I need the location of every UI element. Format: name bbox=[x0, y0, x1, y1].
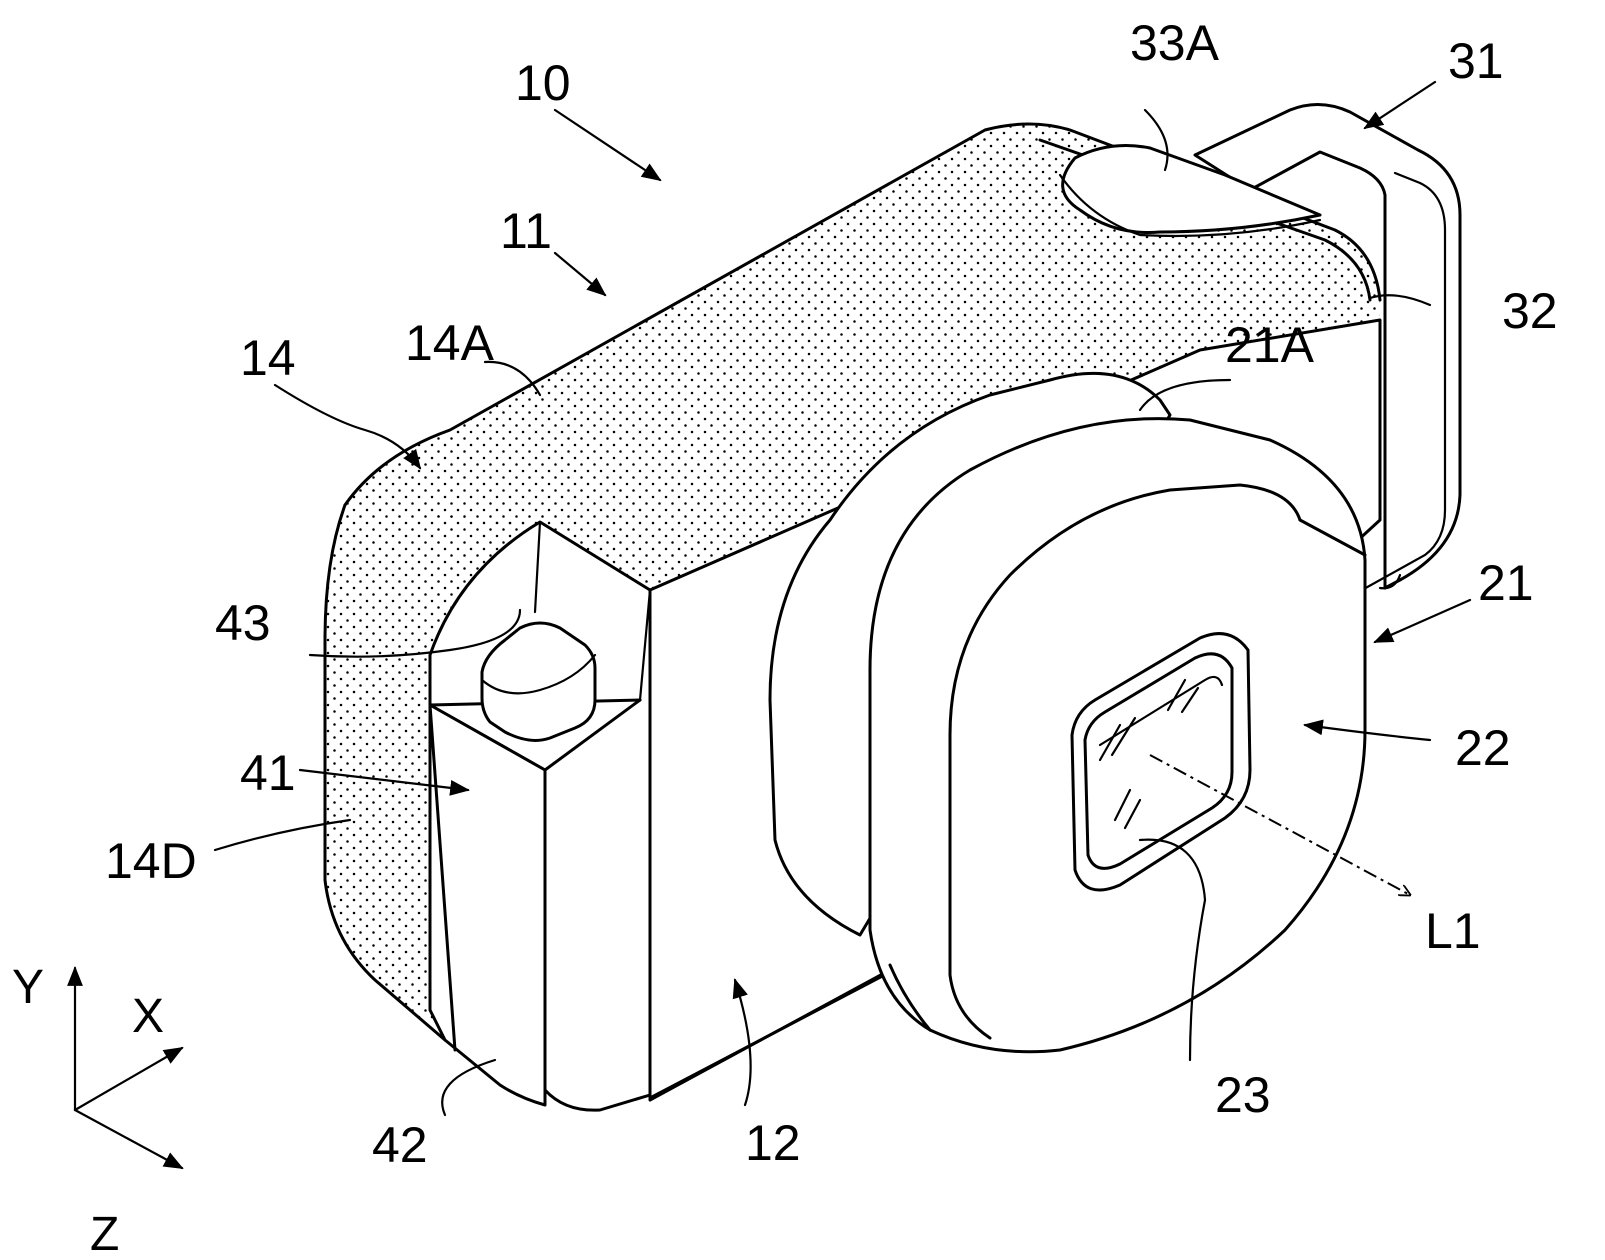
label-23: 23 bbox=[1215, 1067, 1271, 1123]
label-33A: 33A bbox=[1130, 15, 1220, 71]
label-12: 12 bbox=[745, 1115, 801, 1171]
label-11: 11 bbox=[500, 203, 552, 259]
label-22: 22 bbox=[1455, 720, 1511, 776]
label-10: 10 bbox=[515, 55, 571, 111]
label-14D: 14D bbox=[105, 833, 197, 889]
label-14A: 14A bbox=[405, 315, 495, 371]
label-21: 21 bbox=[1478, 555, 1534, 611]
label-31: 31 bbox=[1448, 33, 1504, 89]
label-41: 41 bbox=[240, 745, 296, 801]
axis-label-x: X bbox=[132, 990, 164, 1043]
label-L1: L1 bbox=[1425, 903, 1481, 959]
coordinate-axes bbox=[75, 968, 182, 1168]
label-14: 14 bbox=[240, 330, 296, 386]
grip bbox=[430, 522, 650, 1110]
axis-label-z: Z bbox=[90, 1208, 119, 1260]
label-43: 43 bbox=[215, 595, 271, 651]
label-21A: 21A bbox=[1225, 317, 1315, 373]
label-42: 42 bbox=[372, 1117, 428, 1173]
axis-label-y: Y bbox=[12, 961, 44, 1014]
label-32: 32 bbox=[1502, 283, 1558, 339]
